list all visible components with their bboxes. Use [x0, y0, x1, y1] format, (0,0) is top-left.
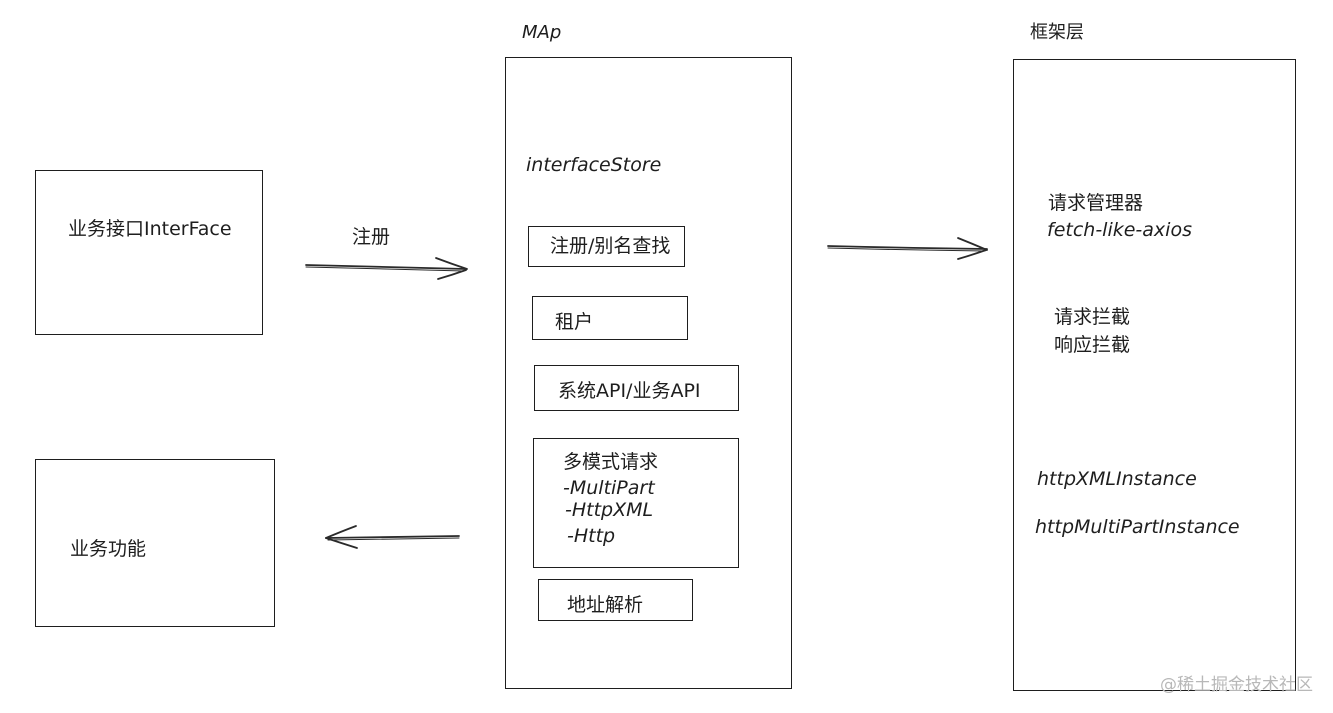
- request-interceptor-label: 请求拦截: [1054, 306, 1131, 328]
- multimode-subitem-httpxml: -HttpXML: [565, 499, 654, 521]
- framework-title: 框架层: [1030, 22, 1084, 43]
- business-function-box: [35, 459, 275, 627]
- map-item-address-parse-label: 地址解析: [567, 594, 644, 616]
- business-interface-box: [35, 170, 263, 335]
- map-item-tenant-label: 租户: [555, 311, 594, 333]
- map-to-framework-arrow: [827, 237, 988, 260]
- http-xml-instance-label: httpXMLInstance: [1037, 468, 1197, 490]
- fetch-like-axios-label: fetch-like-axios: [1047, 219, 1192, 241]
- request-manager-label: 请求管理器: [1048, 192, 1144, 214]
- map-item-multimode-request: [533, 438, 739, 568]
- map-title: MAp: [522, 22, 562, 43]
- map-item-address-parse: [538, 579, 693, 621]
- watermark-text: @稀土掘金技术社区: [1160, 675, 1313, 695]
- register-arrow-label: 注册: [352, 226, 391, 248]
- map-item-register-alias-label: 注册/别名查找: [550, 235, 671, 257]
- register-arrow: [305, 257, 468, 280]
- framework-container: [1013, 59, 1296, 691]
- map-item-tenant: [532, 296, 688, 340]
- business-interface-label: 业务接口InterFace: [68, 218, 232, 240]
- map-item-register-alias: [528, 226, 685, 267]
- interface-store-label: interfaceStore: [526, 154, 662, 176]
- map-to-function-arrow: [325, 525, 460, 549]
- map-item-multimode-request-label: 多模式请求: [563, 451, 659, 473]
- response-interceptor-label: 响应拦截: [1054, 334, 1131, 356]
- map-item-system-api-label: 系统API/业务API: [558, 380, 701, 402]
- map-item-system-api: [534, 365, 739, 411]
- http-multipart-instance-label: httpMultiPartInstance: [1035, 516, 1240, 538]
- business-function-label: 业务功能: [70, 538, 147, 560]
- multimode-subitem-multipart: -MultiPart: [563, 477, 655, 499]
- multimode-subitem-http: -Http: [567, 525, 616, 547]
- map-container: [505, 57, 792, 689]
